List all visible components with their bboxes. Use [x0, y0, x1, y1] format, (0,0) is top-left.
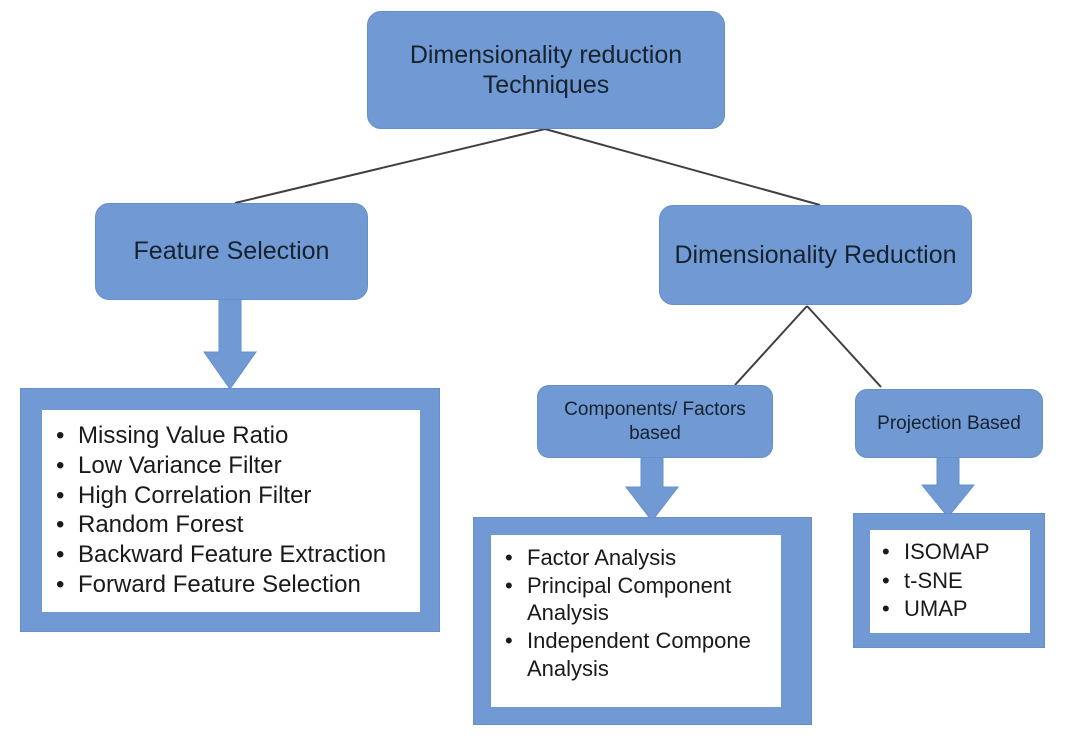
list-item: Low Variance Filter: [50, 451, 420, 481]
list-item: Factor Analysis: [499, 544, 781, 572]
node-projection-based-label: Projection Based: [877, 412, 1021, 434]
list-panel-projection-based: ISOMAP t-SNE UMAP: [870, 530, 1030, 633]
list-item: t-SNE: [876, 567, 1030, 596]
list-item: ISOMAP: [876, 538, 1030, 567]
arrow-feature-selection-down: [203, 296, 257, 390]
node-feature-selection[interactable]: Feature Selection: [95, 203, 368, 300]
node-components-factors-based-label: Components/ Factors based: [564, 399, 746, 444]
arrow-components-factors-down: [624, 453, 680, 522]
list-item: Independent Compone Analysis: [499, 627, 781, 682]
list-item: Missing Value Ratio: [50, 421, 420, 451]
list-panel-feature-selection: Missing Value Ratio Low Variance Filter …: [42, 410, 420, 612]
node-dimensionality-reduction-label: Dimensionality Reduction: [674, 240, 957, 269]
list-box-projection-based-techniques: ISOMAP t-SNE UMAP: [853, 513, 1045, 648]
node-root-label: Dimensionality reduction Techniques: [409, 40, 683, 100]
node-projection-based[interactable]: Projection Based: [855, 389, 1043, 458]
list-item: Principal Component Analysis: [499, 572, 781, 627]
node-dimensionality-reduction[interactable]: Dimensionality Reduction: [659, 205, 972, 305]
node-feature-selection-label: Feature Selection: [133, 237, 330, 266]
list-components-factors-items: Factor Analysis Principal Component Anal…: [491, 535, 781, 683]
list-item: Backward Feature Extraction: [50, 540, 420, 570]
list-feature-selection-items: Missing Value Ratio Low Variance Filter …: [42, 410, 420, 600]
list-item: UMAP: [876, 595, 1030, 624]
arrow-projection-based-down: [920, 454, 976, 518]
edge-root-to-dimensionality-reduction: [544, 128, 821, 206]
list-item: High Correlation Filter: [50, 481, 420, 511]
list-box-feature-selection-techniques: Missing Value Ratio Low Variance Filter …: [20, 388, 440, 632]
list-projection-based-items: ISOMAP t-SNE UMAP: [870, 530, 1030, 624]
edge-root-to-feature-selection: [234, 128, 546, 204]
node-components-factors-based[interactable]: Components/ Factors based: [537, 385, 773, 458]
node-root-dimensionality-reduction-techniques[interactable]: Dimensionality reduction Techniques: [367, 11, 725, 129]
list-item: Forward Feature Selection: [50, 570, 420, 600]
list-box-components-factors-techniques: Factor Analysis Principal Component Anal…: [473, 517, 812, 725]
list-panel-components-factors: Factor Analysis Principal Component Anal…: [491, 535, 781, 707]
edge-dr-to-projection-based: [806, 305, 882, 388]
edge-dr-to-components-factors: [734, 305, 808, 386]
list-item: Random Forest: [50, 510, 420, 540]
